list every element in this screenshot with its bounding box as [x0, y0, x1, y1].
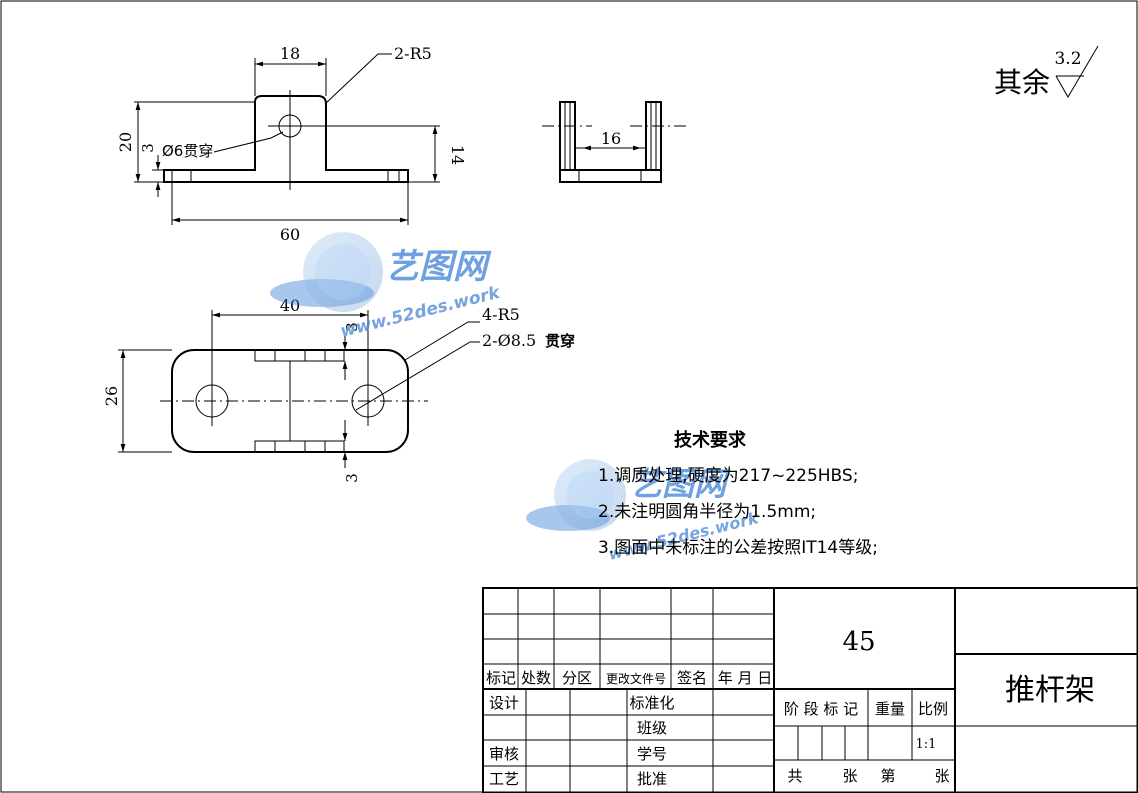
title-block-text: 45 推杆架 标记 处数 分区 更改文件号 签名 年 月 日 设计 审核 工艺 …: [486, 627, 1095, 788]
label-review: 审核: [489, 745, 519, 763]
rev-header-sign: 签名: [677, 669, 707, 687]
label-design: 设计: [489, 694, 519, 712]
label-class: 班级: [637, 719, 667, 737]
label-standard: 标准化: [629, 694, 674, 712]
plan-view-dimensions: 40 3 4-R5 2-Ø8.5 贯穿 26 3: [102, 296, 575, 483]
dim-hole-top: Ø6贯穿: [162, 142, 213, 160]
sheet-total-unit: 张: [842, 767, 857, 785]
roughness-label: 其余: [994, 66, 1050, 99]
dim-plan-holes-through: 贯穿: [545, 332, 575, 350]
roughness-symbol: 其余 3.2: [994, 45, 1099, 99]
technical-requirements: 技术要求 1.调质处理,硬度为217~225HBS; 2.未注明圆角半径为1.5…: [598, 429, 878, 558]
label-weight: 重量: [875, 700, 905, 718]
watermark-logo-1: 艺图网 www.52des.work: [270, 232, 503, 342]
plan-view: [118, 310, 480, 468]
dim-top-width: 18: [280, 44, 300, 63]
dim-height-total: 20: [116, 132, 135, 152]
dim-plan-radius: 4-R5: [482, 305, 520, 324]
scale-value: 1:1: [916, 737, 937, 752]
tech-item-3: 3.图面中未标注的公差按照IT14等级;: [598, 538, 878, 558]
label-student-id: 学号: [637, 745, 667, 763]
watermark-cn-2: 艺图网: [630, 465, 731, 503]
watermark-cn-1: 艺图网: [385, 247, 492, 287]
dim-plan-holes: 2-Ø8.5: [482, 331, 536, 350]
rev-header-mark: 标记: [486, 669, 516, 687]
dim-height-right: 14: [448, 145, 467, 165]
tech-item-1: 1.调质处理,硬度为217~225HBS;: [598, 466, 858, 486]
rev-header-count: 处数: [521, 669, 551, 687]
tech-item-2: 2.未注明圆角半径为1.5mm;: [598, 502, 816, 522]
label-approve: 批准: [637, 770, 667, 788]
sheet-number-label: 第: [880, 767, 895, 785]
rev-header-zone: 分区: [562, 669, 592, 687]
dim-plan-gap-bottom: 3: [343, 473, 361, 483]
dim-length-total: 60: [280, 225, 300, 244]
material: 45: [842, 627, 875, 657]
dim-side-gap: 16: [601, 129, 621, 148]
dim-top-radius: 2-R5: [394, 44, 432, 63]
dim-plan-gap-top: 3: [343, 322, 361, 332]
label-stage: 阶 段 标 记: [784, 700, 858, 718]
front-view-dimensions: 18 2-R5 20 3 Ø6贯穿 14 60: [116, 44, 467, 244]
tech-heading: 技术要求: [674, 429, 747, 451]
side-view: [542, 101, 686, 183]
part-name: 推杆架: [1005, 673, 1095, 708]
roughness-value: 3.2: [1054, 49, 1081, 69]
title-block: [482, 587, 1138, 793]
dim-plan-span: 40: [280, 296, 300, 315]
dim-plan-width: 26: [102, 386, 121, 406]
front-view: [134, 53, 440, 225]
sheet-number-unit: 张: [934, 767, 949, 785]
sheet-total-label: 共: [787, 767, 802, 785]
dim-height-base: 3: [139, 143, 157, 153]
label-scale: 比例: [918, 700, 948, 718]
rev-header-date: 年 月 日: [718, 669, 773, 687]
rev-header-doc: 更改文件号: [606, 671, 666, 686]
label-process: 工艺: [489, 770, 519, 788]
